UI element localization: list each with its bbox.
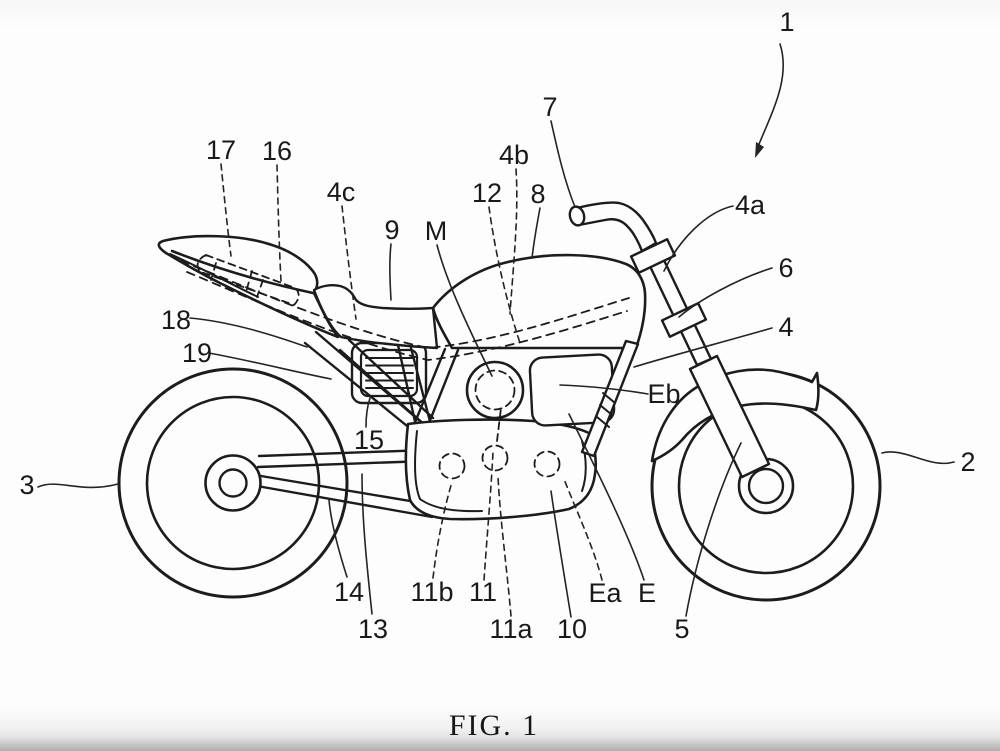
ref-label-2: 2 <box>960 447 975 477</box>
ref-label-4c: 4c <box>327 177 356 207</box>
rear-wheel <box>117 367 349 599</box>
leader-6 <box>678 267 773 318</box>
fork-clamps-6 <box>629 238 708 338</box>
hidden-shafts <box>438 407 561 480</box>
subframe-tubes <box>303 330 435 432</box>
leader-11a <box>497 475 512 617</box>
leader-11 <box>483 451 494 581</box>
leader-13 <box>361 473 373 615</box>
front-axle <box>747 467 785 505</box>
leader-3 <box>37 483 119 489</box>
leader-4a <box>663 205 734 272</box>
handlebar-7 <box>568 201 658 253</box>
ref-label-19: 19 <box>182 338 212 368</box>
leader-14 <box>328 499 348 578</box>
front-fender <box>650 368 820 463</box>
leader-10 <box>550 490 572 618</box>
ref-label-17: 17 <box>206 135 236 165</box>
leader-Eb <box>559 384 649 395</box>
ref-label-9: 9 <box>384 215 399 245</box>
ref-label-14: 14 <box>334 577 364 607</box>
leader-12 <box>488 206 522 347</box>
arrowhead-1 <box>755 142 764 158</box>
ref-label-7: 7 <box>542 92 557 122</box>
leader-19 <box>208 352 332 380</box>
ref-label-11b: 11b <box>410 577 453 607</box>
ref-label-Eb: Eb <box>647 379 680 409</box>
leader-8 <box>531 207 541 259</box>
leader-16 <box>276 164 282 282</box>
leader-2 <box>881 451 955 465</box>
leader-5 <box>685 442 742 617</box>
leader-M <box>436 244 493 377</box>
leader-lines <box>37 43 955 618</box>
frame-downtube-4 <box>580 339 640 458</box>
ref-label-11a: 11a <box>489 614 533 644</box>
ref-label-15: 15 <box>354 425 384 455</box>
leader-4c <box>341 205 357 320</box>
figure-caption: FIG. 1 <box>449 709 539 742</box>
rear-hub <box>204 454 262 512</box>
leader-1-arrow <box>756 43 785 150</box>
leader-11b <box>432 481 453 579</box>
ref-label-4: 4 <box>778 312 793 342</box>
leader-Ea <box>563 478 603 581</box>
ref-label-8: 8 <box>530 179 545 209</box>
hidden-tail-box-16 <box>196 254 300 306</box>
leader-7 <box>550 120 576 208</box>
leader-4b <box>509 168 518 315</box>
leader-9 <box>389 243 392 301</box>
ref-label-18: 18 <box>161 305 191 335</box>
ref-label-4b: 4b <box>499 140 529 170</box>
ref-label-16: 16 <box>262 136 292 166</box>
ref-label-Ea: Ea <box>588 578 622 608</box>
ref-label-10: 10 <box>557 614 587 644</box>
ref-label-12: 12 <box>472 178 502 208</box>
leader-17 <box>220 163 232 257</box>
ref-label-6: 6 <box>778 253 793 283</box>
leader-15 <box>365 397 371 428</box>
motor-M <box>465 360 525 420</box>
leader-18 <box>189 317 308 348</box>
ref-label-5: 5 <box>674 614 689 644</box>
ref-label-4a: 4a <box>735 190 766 220</box>
swingarm <box>255 448 436 519</box>
ref-label-13: 13 <box>358 614 388 644</box>
ref-label-M: M <box>425 216 448 246</box>
leader-E <box>568 413 645 581</box>
ref-label-3: 3 <box>19 470 34 500</box>
leader-4 <box>633 327 773 368</box>
ref-label-E: E <box>638 578 656 608</box>
seat-9 <box>312 284 439 350</box>
ref-label-11: 11 <box>469 577 497 607</box>
fuel-tank-8 <box>431 253 647 350</box>
ref-label-1: 1 <box>779 7 794 37</box>
